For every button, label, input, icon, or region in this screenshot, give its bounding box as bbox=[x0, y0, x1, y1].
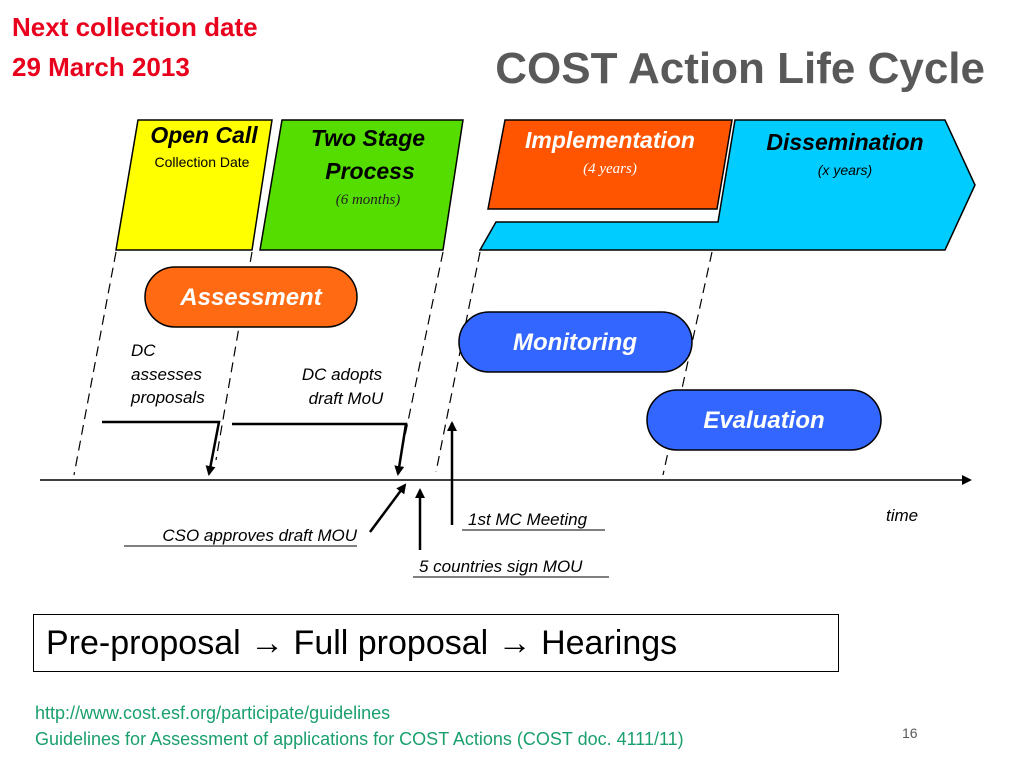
page-number: 16 bbox=[902, 725, 918, 741]
implementation-subtitle: (4 years) bbox=[583, 161, 637, 177]
two-stage-subtitle: (6 months) bbox=[336, 192, 401, 208]
guidelines-document: Guidelines for Assessment of application… bbox=[35, 729, 684, 749]
next-collection-label: Next collection date bbox=[12, 12, 258, 42]
dc-adopts-line1: DC adopts bbox=[302, 365, 383, 384]
implementation-title: Implementation bbox=[525, 127, 695, 153]
phase-dissemination: Dissemination (x years) bbox=[478, 119, 976, 251]
dc-assesses-line3: proposals bbox=[130, 388, 205, 407]
assessment-pill bbox=[144, 266, 358, 328]
two-stage-box bbox=[259, 119, 464, 251]
guide-line-two-right bbox=[399, 251, 444, 461]
implementation-box bbox=[487, 119, 733, 210]
monitoring-pill bbox=[458, 311, 693, 373]
phase-two-stage: Two Stage Process (6 months) bbox=[259, 119, 464, 251]
evaluation-label: Evaluation bbox=[703, 407, 824, 434]
guide-line-impl-right bbox=[662, 251, 713, 476]
dc-adopts-line2: draft MoU bbox=[309, 389, 384, 408]
cso-approves-label: CSO approves draft MOU bbox=[162, 526, 357, 545]
two-stage-title-line2: Process bbox=[325, 158, 415, 184]
dissemination-arrow bbox=[478, 119, 976, 251]
monitoring-label: Monitoring bbox=[513, 329, 637, 356]
open-call-title: Open Call bbox=[150, 122, 258, 148]
dc-adopts-arrow bbox=[232, 422, 408, 476]
guide-line-open-left bbox=[73, 251, 117, 476]
proposal-flow-box: Pre-proposal → Full proposal → Hearings bbox=[33, 614, 839, 672]
guidelines-link[interactable]: http://www.cost.esf.org/participate/guid… bbox=[35, 703, 391, 723]
two-stage-title-line1: Two Stage bbox=[311, 125, 425, 151]
page-title: COST Action Life Cycle bbox=[495, 44, 985, 93]
open-call-box bbox=[115, 119, 273, 251]
activity-monitoring: Monitoring bbox=[458, 311, 693, 373]
dc-assesses-line2: assesses bbox=[131, 365, 202, 384]
time-label: time bbox=[886, 506, 918, 525]
dissemination-subtitle: (x years) bbox=[818, 162, 872, 178]
activity-assessment: Assessment bbox=[144, 266, 358, 328]
assessment-label: Assessment bbox=[179, 284, 322, 311]
dc-assesses-arrow bbox=[102, 420, 221, 476]
guide-line-impl-left bbox=[435, 251, 481, 473]
next-collection-date: 29 March 2013 bbox=[12, 52, 190, 82]
first-mc-label: 1st MC Meeting bbox=[468, 510, 588, 529]
five-countries-label: 5 countries sign MOU bbox=[419, 557, 583, 576]
dc-assesses-line1: DC bbox=[131, 341, 156, 360]
dissemination-title: Dissemination bbox=[766, 129, 923, 155]
phase-open-call: Open Call Collection Date bbox=[115, 119, 273, 251]
proposal-flow-text: Pre-proposal → Full proposal → Hearings bbox=[46, 624, 678, 662]
cso-arrow bbox=[368, 483, 407, 533]
activity-evaluation: Evaluation bbox=[646, 389, 882, 451]
evaluation-pill bbox=[646, 389, 882, 451]
open-call-subtitle: Collection Date bbox=[155, 154, 250, 170]
phase-implementation: Implementation (4 years) bbox=[487, 119, 733, 210]
phase-guide-lines bbox=[73, 251, 713, 476]
